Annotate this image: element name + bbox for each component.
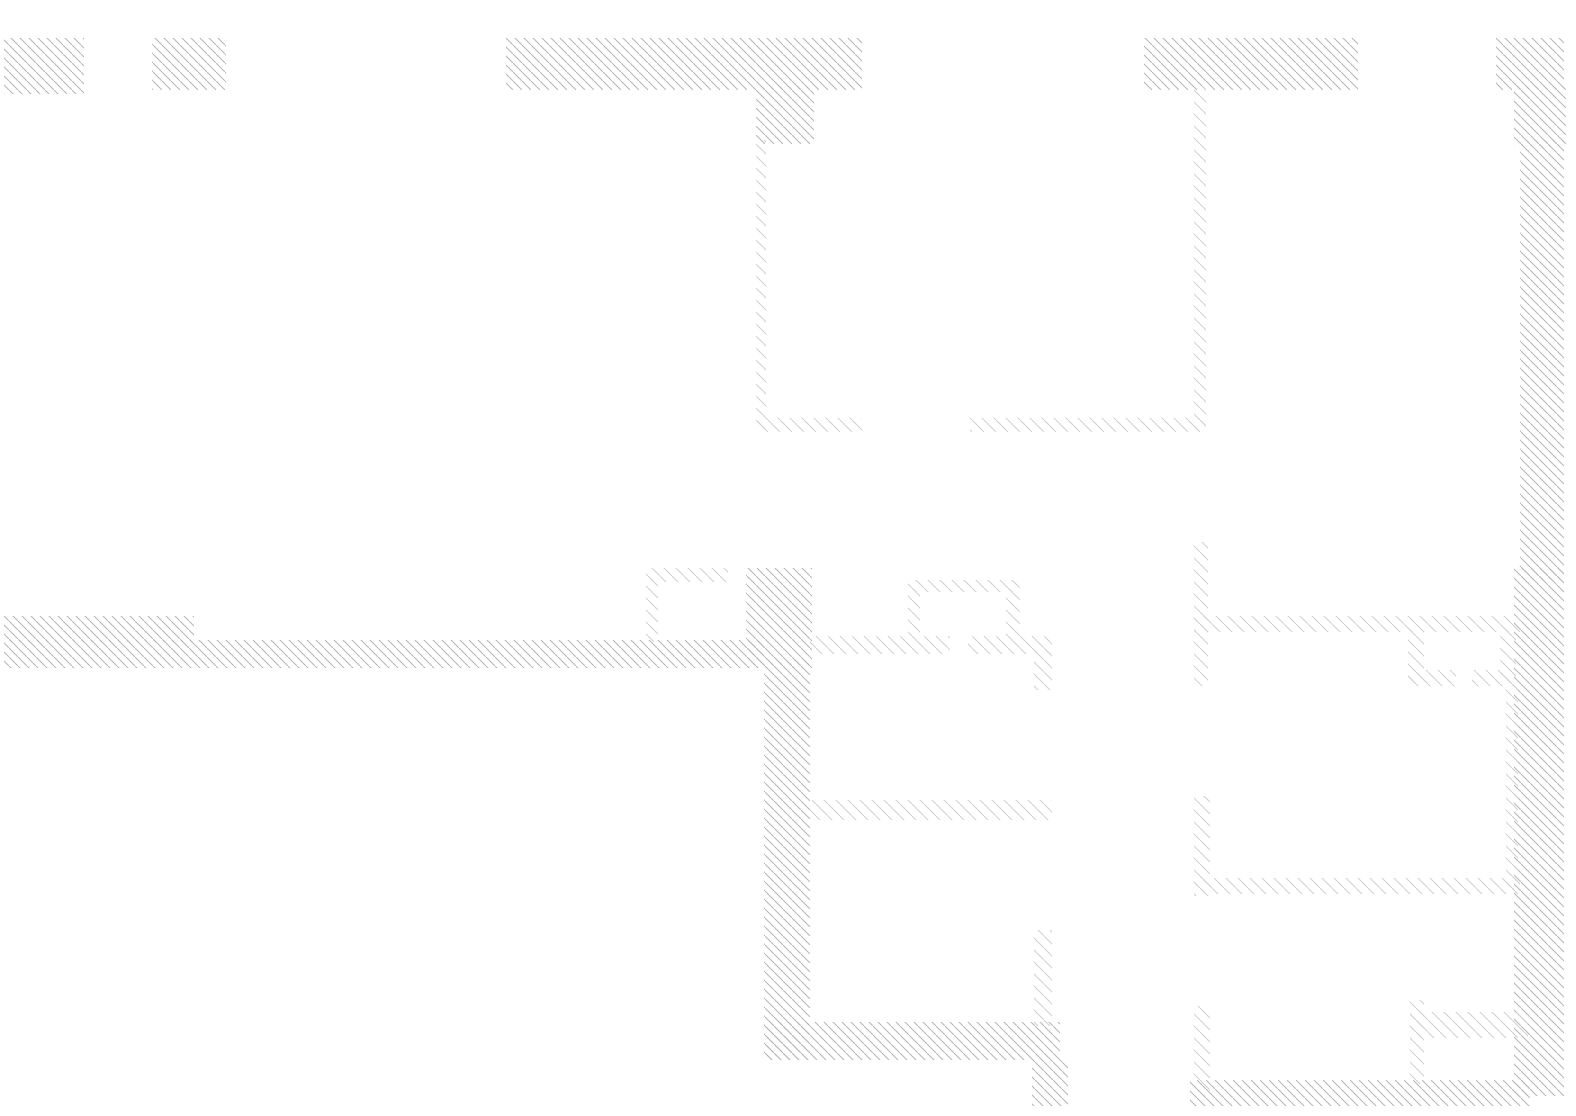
wall-segment [4,640,764,668]
wall-segment [1194,542,1208,686]
wall-segment [756,140,766,430]
wall-segment [968,636,1052,654]
wall-layer [4,38,1566,1106]
wall-segment [1034,650,1052,690]
wall-segment [1514,86,1566,146]
wall-segment [908,588,920,636]
wall-segment [1500,630,1516,686]
wall-segment [1506,680,1518,890]
wall-segment [1194,878,1520,894]
wall-segment [1194,616,1520,632]
wall-segment [1408,670,1456,686]
wall-segment [4,38,84,94]
wall-segment [756,86,814,144]
wall-segment [1194,86,1206,432]
wall-segment [810,636,950,654]
wall-segment [1190,1080,1530,1106]
wall-segment [1514,566,1564,1096]
wall-segment [746,568,812,668]
wall-segment [1194,1006,1210,1096]
wall-segment [1032,1060,1068,1106]
wall-segment [1006,588,1020,636]
wall-segment [1496,38,1564,90]
wall-segment [1144,38,1358,90]
wall-segment [764,660,810,1060]
wall-segment [506,38,862,90]
wall-segment [152,38,226,90]
wall-segment [908,580,1020,592]
wall-segment [1410,1012,1528,1038]
wall-segment [764,1022,1060,1060]
wall-segment [646,568,728,582]
wall-segment [1520,140,1564,580]
wall-segment [646,578,658,642]
wall-segment [4,616,194,642]
wall-segment [1194,796,1210,896]
wall-segment [810,800,1052,820]
wall-segment [1034,930,1052,1026]
wall-segment [970,418,1206,432]
wall-segment [756,418,862,432]
